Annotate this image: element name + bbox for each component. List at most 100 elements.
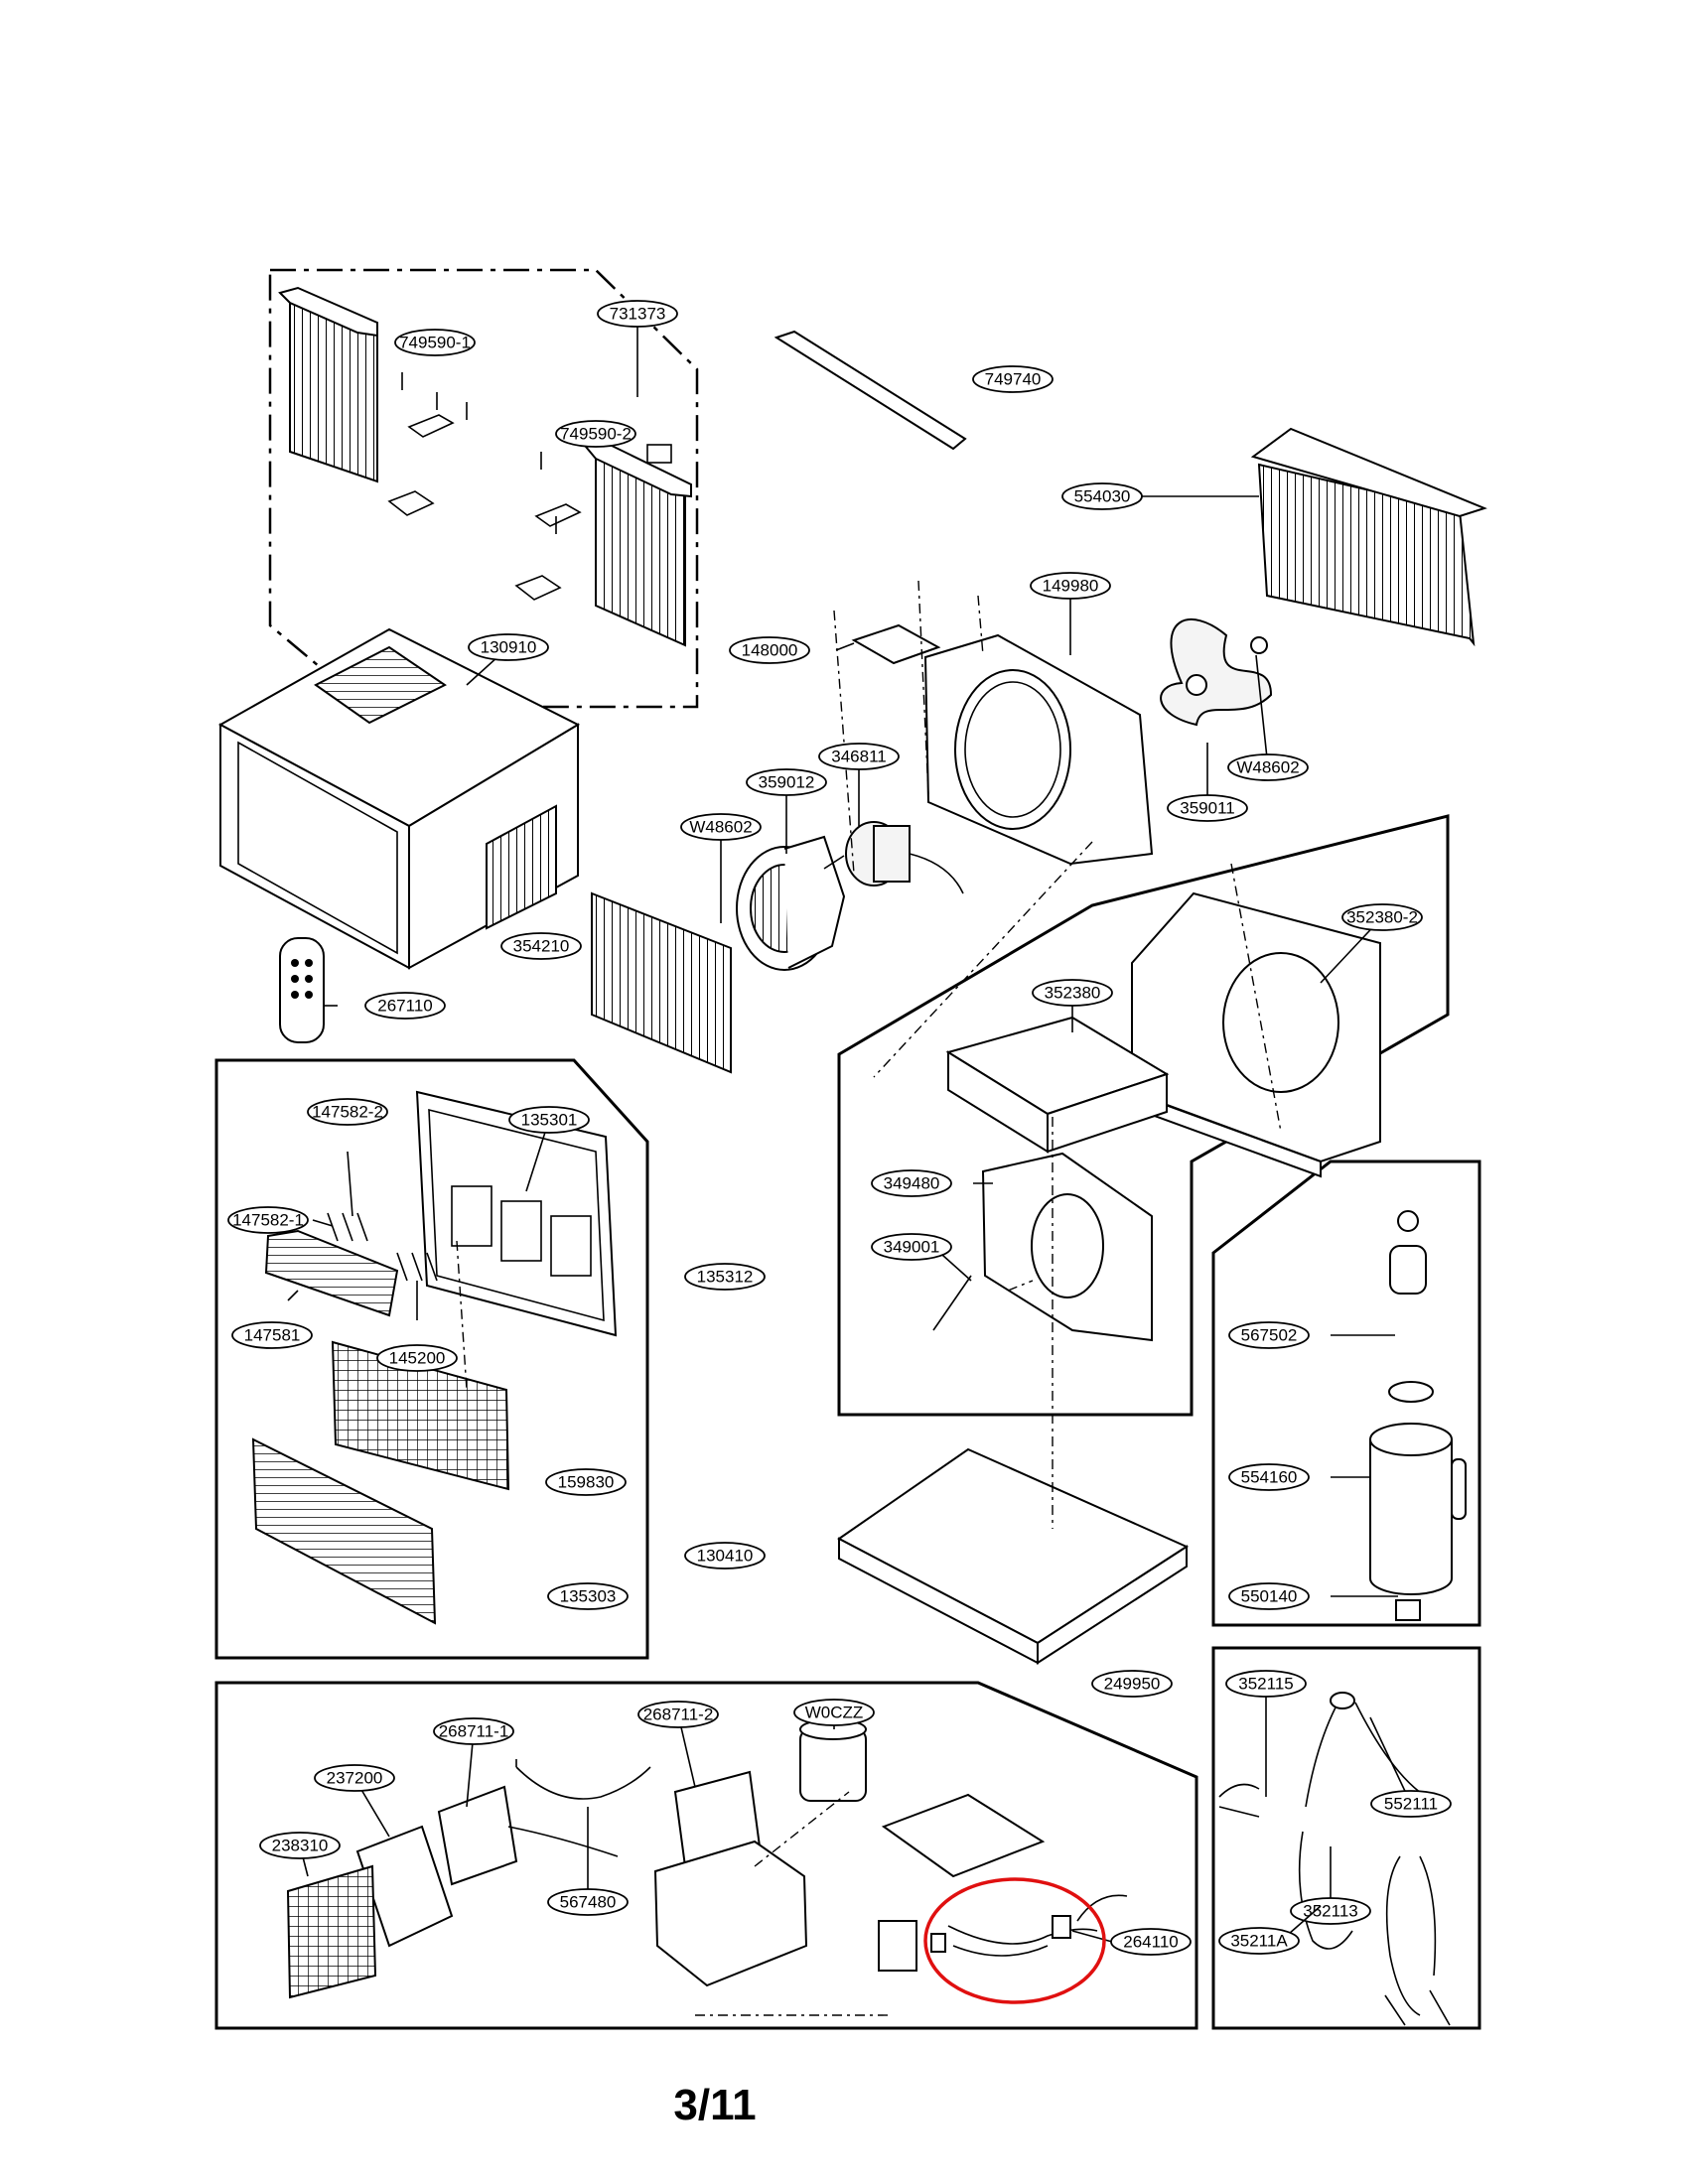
callout-text: 349001 <box>884 1238 940 1257</box>
scroll-housing <box>981 1152 1153 1342</box>
callout-text: 264110 <box>1123 1933 1178 1952</box>
callout-text: 149980 <box>1043 577 1099 596</box>
callout-264110: 264110 <box>1071 1928 1192 1956</box>
callout-bubble <box>684 1263 766 1291</box>
callout-text: 147582-2 <box>312 1103 383 1122</box>
callout-238310: 238310 <box>259 1832 341 1877</box>
callout-text: 359011 <box>1180 799 1234 818</box>
callout-135312: 135312 <box>684 1263 766 1291</box>
callout-bubble <box>231 1321 313 1349</box>
page-number: 3/11 <box>673 2081 756 2129</box>
frame-compressor <box>1211 1160 1481 1627</box>
leader-line <box>347 1151 353 1217</box>
callout-bubble <box>597 300 678 328</box>
motor-mount <box>851 623 941 665</box>
callout-text: 249950 <box>1104 1675 1161 1694</box>
callout-bubble <box>637 1701 719 1728</box>
callout-147581: 147581 <box>231 1290 313 1349</box>
callout-text: 237200 <box>327 1769 383 1788</box>
callout-550140: 550140 <box>1228 1582 1398 1610</box>
callout-text: 550140 <box>1241 1587 1298 1606</box>
callout-bubble <box>547 1888 629 1916</box>
callout-text: 145200 <box>389 1349 446 1368</box>
part-sketches <box>217 286 1487 2026</box>
callout-text: 359012 <box>759 773 815 792</box>
sensor-wire <box>515 1759 651 1800</box>
callout-145200: 145200 <box>376 1281 458 1372</box>
callout-text: W0CZZ <box>805 1704 864 1722</box>
callout-text: 35211A <box>1230 1932 1288 1951</box>
callout-bubble <box>1167 794 1248 822</box>
frame-electrical <box>214 1681 1198 2030</box>
callout-749590-2: 749590-2 <box>555 420 636 448</box>
callout-349480: 349480 <box>871 1169 993 1197</box>
callout-359012: 359012 <box>746 768 827 854</box>
callout-bubble <box>1091 1670 1173 1698</box>
louver-holders <box>327 1212 438 1282</box>
callout-352113: 352113 <box>1290 1846 1371 1925</box>
callout-159830: 159830 <box>545 1468 627 1496</box>
callout-bubble <box>729 636 810 664</box>
callout-text: 130410 <box>697 1547 754 1566</box>
callout-bubble <box>680 813 762 841</box>
callout-bubble <box>1227 753 1309 781</box>
callout-bubble <box>972 365 1054 393</box>
callout-bubble <box>1228 1321 1310 1349</box>
callout-text: 267110 <box>377 997 432 1016</box>
callout-359011: 359011 <box>1167 743 1248 822</box>
callout-bubble <box>500 932 582 960</box>
capacitor <box>799 1718 867 1802</box>
callout-text: 354210 <box>513 937 570 956</box>
louver <box>264 1229 399 1317</box>
cover-plate <box>881 1793 1046 1878</box>
callout-bubble <box>1110 1928 1192 1956</box>
callout-bubble <box>1218 1927 1300 1955</box>
control-panel <box>286 1825 454 1999</box>
cabinet <box>217 627 581 970</box>
callout-bubble <box>227 1206 309 1234</box>
callout-148000: 148000 <box>729 636 855 664</box>
callout-bubble <box>314 1764 395 1792</box>
callout-text: 567502 <box>1241 1326 1298 1345</box>
callout-147582-2: 147582-2 <box>307 1098 388 1217</box>
frame-window-kit <box>268 268 699 709</box>
callout-text: 731373 <box>610 305 666 324</box>
callout-bubble <box>545 1468 627 1496</box>
callout-bubble <box>818 743 900 770</box>
leader-line <box>835 642 855 651</box>
callout-554160: 554160 <box>1228 1463 1370 1491</box>
leader-line <box>312 1219 334 1227</box>
callout-352115: 352115 <box>1225 1670 1307 1797</box>
callout-labels: 731373749590-1749590-2749740554030149980… <box>227 300 1452 1956</box>
callout-130910: 130910 <box>466 633 549 686</box>
callout-349001: 349001 <box>871 1233 972 1282</box>
callout-bubble <box>871 1169 952 1197</box>
callout-text: 552111 <box>1384 1795 1438 1814</box>
callout-135301: 135301 <box>508 1106 590 1192</box>
callout-text: 349480 <box>884 1174 940 1193</box>
air-filter <box>331 1340 510 1491</box>
callout-249950: 249950 <box>1091 1670 1173 1698</box>
callout-147582-1: 147582-1 <box>227 1206 334 1234</box>
callout-268711-1: 268711-1 <box>433 1717 514 1808</box>
control-box <box>653 1840 808 1987</box>
callout-bubble <box>871 1233 952 1261</box>
callout-749590-1: 749590-1 <box>394 329 476 356</box>
callout-bubble <box>1228 1463 1310 1491</box>
callout-text: 268711-1 <box>439 1722 509 1741</box>
frame-tubing <box>1211 1646 1481 2030</box>
callout-bubble <box>468 633 549 661</box>
callout-W48602: W48602 <box>1227 654 1309 781</box>
callout-text: 147581 <box>244 1326 301 1345</box>
callout-bubble <box>547 1582 629 1610</box>
power-harness <box>930 1915 1098 1957</box>
callout-bubble <box>259 1832 341 1859</box>
callout-W48602: W48602 <box>680 813 762 923</box>
filter-frame <box>945 1016 1170 1154</box>
callout-bubble <box>1370 1790 1452 1818</box>
callout-text: 130910 <box>481 638 537 657</box>
callout-354210: 354210 <box>500 932 582 960</box>
highlight-circle <box>923 1877 1106 2004</box>
callout-731373: 731373 <box>597 300 678 397</box>
